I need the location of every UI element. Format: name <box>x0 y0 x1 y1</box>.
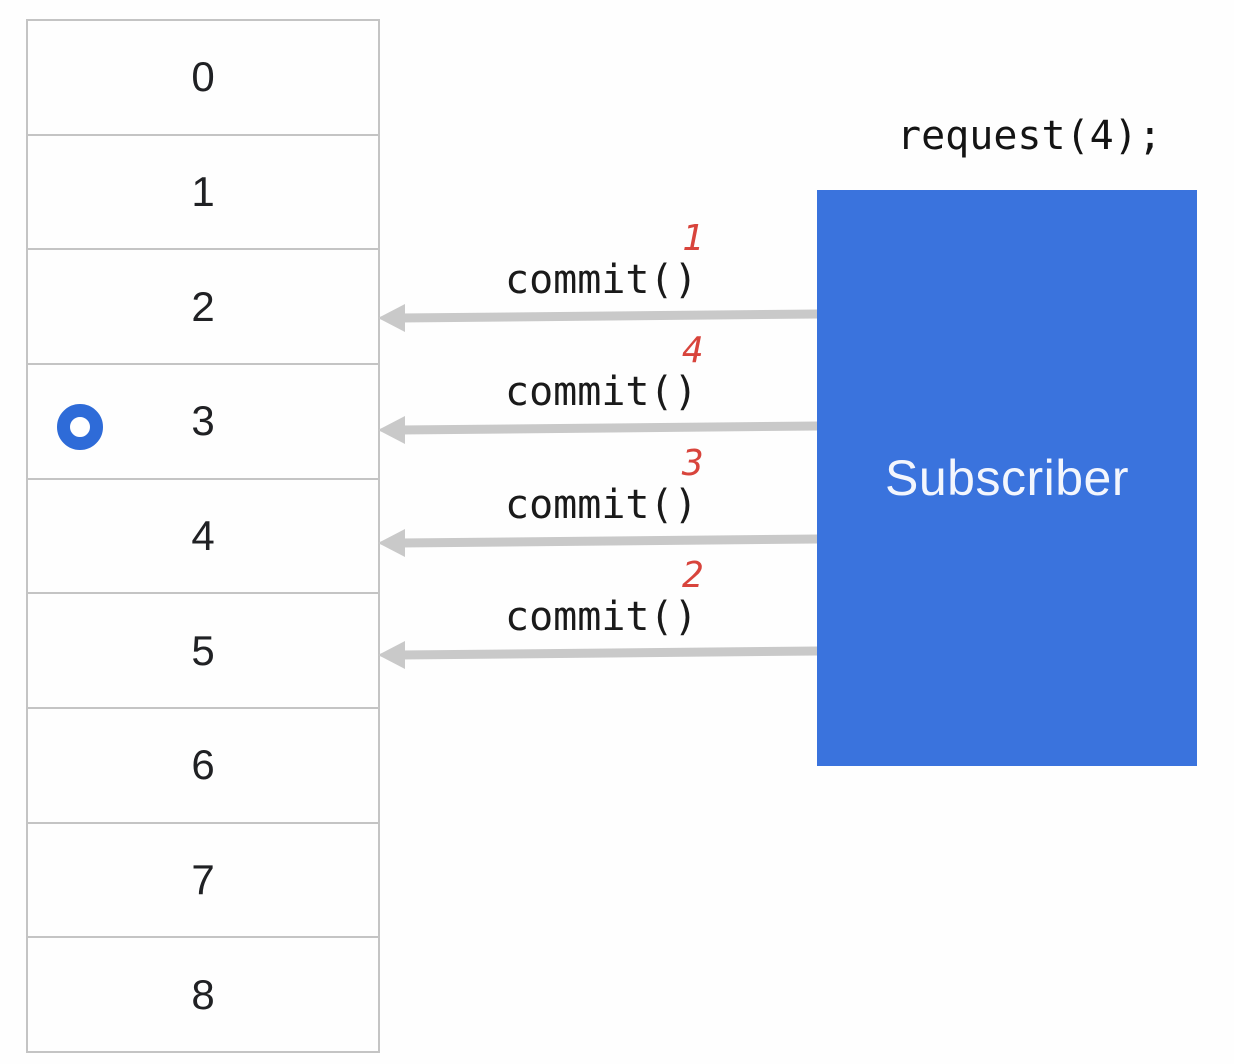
commit-call-label: commit() <box>505 257 698 303</box>
buffer-cell: 1 <box>28 136 378 251</box>
buffer-cell-value: 5 <box>191 626 215 674</box>
buffer-cell: 5 <box>28 594 378 710</box>
buffer-cell-value: 6 <box>191 741 215 789</box>
commit-call-label: commit() <box>505 482 698 528</box>
buffer-cell-value: 2 <box>191 282 215 330</box>
buffer-cell: 2 <box>28 250 378 366</box>
buffer-cell: 4 <box>28 480 378 595</box>
arrowhead-left-icon <box>378 304 405 332</box>
arrowhead-left-icon <box>378 416 405 444</box>
commit-arrow <box>378 529 819 557</box>
buffer-cell: 7 <box>28 824 378 939</box>
buffer-cell-value: 4 <box>191 512 215 560</box>
buffer-table: 0 1 2 3 4 5 6 7 8 <box>26 19 380 1053</box>
arrowhead-left-icon <box>378 529 405 557</box>
buffer-cell-value: 0 <box>191 53 215 101</box>
subscriber-box: Subscriber <box>817 190 1197 766</box>
commit-arrow <box>378 304 819 332</box>
subscriber-label: Subscriber <box>885 450 1129 506</box>
buffer-cell-value: 8 <box>191 970 215 1018</box>
arrowhead-left-icon <box>378 641 405 669</box>
read-position-marker-icon <box>57 404 103 451</box>
buffer-cell-value: 3 <box>191 397 215 445</box>
buffer-cell-value: 7 <box>191 856 215 904</box>
buffer-cell-value: 1 <box>191 168 215 215</box>
buffer-cell: 8 <box>28 938 378 1051</box>
commit-arrow <box>378 416 819 444</box>
commit-call-label: commit() <box>505 369 698 415</box>
commit-call-label: commit() <box>505 594 698 640</box>
buffer-cell: 3 <box>28 365 378 480</box>
commit-arrow <box>378 641 819 669</box>
commit-order-superscript: 4 <box>682 330 704 371</box>
commit-order-superscript: 3 <box>682 443 704 484</box>
commit-order-superscript: 2 <box>682 555 704 596</box>
commit-order-superscript: 1 <box>682 218 704 259</box>
buffer-cell: 0 <box>28 21 378 136</box>
request-call-label: request(4); <box>897 113 1162 159</box>
buffer-cell: 6 <box>28 709 378 824</box>
